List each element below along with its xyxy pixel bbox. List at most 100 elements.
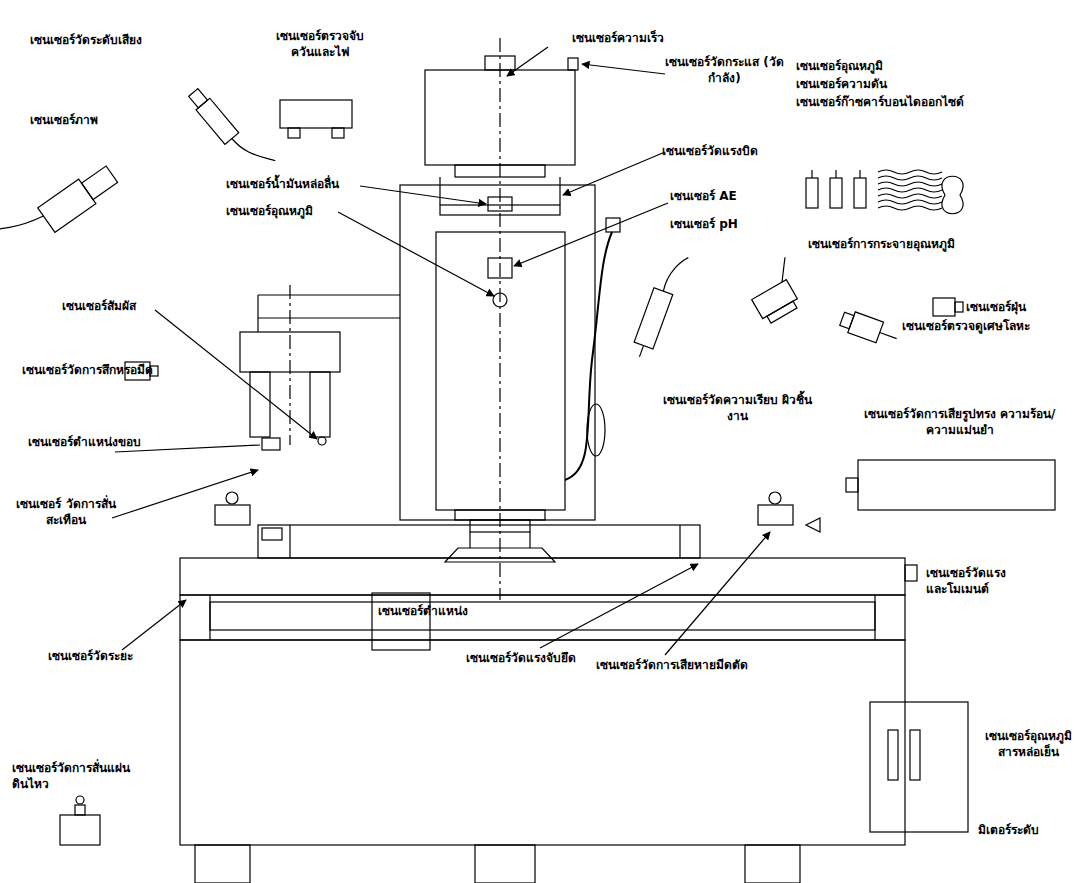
sensor-icons-part: [846, 478, 858, 492]
gas-waves: [878, 170, 942, 210]
sensor-label: เซนเซอร์วัดการสึกหรอมีด: [22, 362, 153, 378]
sensor-label: เซนเซอร์ตำแหน่ง: [378, 603, 468, 619]
leader-lines-part: [563, 152, 665, 195]
machine-base-part: [289, 525, 290, 558]
sensor-icons-part: [630, 250, 688, 361]
sensor-label: เซนเซอร์วัดแรงบิด: [662, 143, 758, 159]
ae-cable: [565, 218, 620, 480]
sensor-label: เซนเซอร์ความดัน: [796, 76, 887, 92]
sensor-label: เซนเซอร์ AE: [670, 188, 737, 204]
sensor-label: เซนเซอร์อุณหภูมิ: [796, 58, 883, 74]
machine-base-part: [209, 595, 210, 640]
leader-lines-part: [112, 470, 258, 518]
sensor-icons-part-part: [663, 253, 688, 295]
wave-line: [878, 194, 942, 198]
gripper-arm: [240, 285, 400, 445]
sensor-icons-part: [838, 308, 900, 349]
machine-base-part: [806, 518, 820, 532]
leader-lines-part: [514, 203, 668, 266]
spindle-head-part: [400, 185, 595, 520]
wave-line: [878, 206, 942, 210]
leader-lines-part: [540, 564, 698, 648]
sensor-icons-part: [830, 178, 842, 208]
machine-base-part: [210, 602, 875, 630]
sensor-icons-part: [854, 178, 866, 208]
machine-base-part: [372, 593, 430, 650]
sensor-icons: [0, 80, 1055, 845]
sensor-icons-part-part: [840, 312, 854, 329]
leader-lines-part: [665, 532, 770, 655]
sensor-icons-part: [332, 128, 344, 138]
sensor-icons-part: [870, 702, 968, 832]
sensor-label: เซนเซอร์ฝุ่น: [966, 299, 1026, 315]
sensor-icons-part: [76, 796, 84, 804]
sensor-label: เซนเซอร์วัดการสั่นแผ่น ดินไหว: [12, 760, 130, 792]
sensor-label: เซนเซอร์ วัดการสั่นสะเทือน: [16, 496, 116, 528]
machine-base-part: [262, 528, 282, 540]
machine-base-part: [180, 640, 905, 845]
sensor-icons-part: [835, 170, 836, 178]
spindle-head: [400, 56, 595, 562]
sensor-icons-part-part: [189, 89, 208, 108]
machine-base-part: [745, 845, 800, 883]
sensor-icons-part: [186, 80, 275, 178]
spindle-head-part: [559, 177, 560, 205]
sensor-icons-part-part: [82, 166, 118, 200]
sensor-label: มิเตอร์ระดับ: [978, 822, 1039, 838]
sensor-icons-part-part: [634, 288, 673, 349]
gripper-arm-part: [289, 285, 290, 445]
gripper-arm-part: [258, 317, 400, 318]
sensor-icons-part-part: [639, 346, 643, 357]
wave-line: [878, 200, 942, 204]
sensor-label: เซนเซอร์ตรวจดูเศษโลหะ: [902, 318, 1030, 334]
sensor-label: เซนเซอร์วัดระดับเสียง: [30, 32, 142, 48]
sensor-icons-part: [75, 805, 85, 815]
sensor-label: เซนเซอร์ภาพ: [30, 112, 98, 128]
machine-base-part: [195, 845, 250, 883]
sensor-label: เซนเซอร์ก๊าซคาร์บอนไดออกไซด์: [796, 94, 964, 110]
machine-base-part: [226, 492, 238, 504]
spindle-head-part: [529, 532, 530, 548]
sensor-icons-part: [262, 438, 280, 450]
sensor-icons-part-part: [38, 179, 96, 232]
sensor-label: เซนเซอร์วัดกระแส (วัดกำลัง): [662, 54, 787, 86]
ae-cable-part: [565, 232, 612, 480]
gripper-arm-part: [318, 437, 326, 445]
sensor-label: เซนเซอร์สัมผัส: [62, 298, 136, 314]
sensor-label: เซนเซอร์วัดการเสียหายมีดตัด: [596, 657, 748, 673]
gripper-arm-part: [257, 295, 258, 332]
sensor-icons-part: [905, 565, 917, 581]
sensor-icons-part: [811, 170, 812, 178]
sensor-icons-part-part: [752, 280, 798, 319]
wave-line: [878, 182, 942, 186]
spindle-head-part: [568, 58, 578, 70]
sensor-icons-part: [60, 815, 100, 845]
sensor-label: เซนเซอร์อุณหภูมิ สารหล่อเย็น: [978, 728, 1078, 760]
wave-line: [878, 188, 942, 192]
sensor-label: เซนเซอร์วัดการเสียรูปทรง ความร้อน/ความแม…: [852, 406, 1067, 438]
sensor-label: เซนเซอร์ตรวจจับ ควันและไฟ: [262, 28, 377, 60]
sensor-label: เซนเซอร์วัดแรงจับยึด: [466, 650, 576, 666]
sensor-icons-part-part: [767, 301, 797, 323]
machine-base-part: [258, 525, 700, 558]
center-line: [499, 38, 500, 600]
machine-base-part: [679, 525, 680, 558]
sensor-icons-part: [910, 730, 920, 780]
sensor-icons-part: [288, 128, 300, 138]
spindle-head-part: [469, 532, 470, 548]
sensor-icons-part: [933, 298, 955, 316]
sensor-label: เซนเซอร์วัดความเรียบ ผิวชิ้นงาน: [660, 392, 815, 424]
leader-lines-part: [507, 47, 548, 76]
sensor-icons-part: [858, 460, 1055, 510]
leader-lines-part: [155, 310, 317, 439]
gripper-arm-part: [310, 372, 330, 437]
leader-lines-part: [122, 600, 186, 650]
sensor-icons-part-part: [880, 332, 897, 338]
sensor-label: เซนเซอร์น้ำมันหล่อลื่น: [226, 176, 339, 192]
sensor-icons-part: [859, 170, 860, 178]
machine-base-part: [874, 595, 875, 640]
ae-cable-part: [587, 404, 605, 456]
sensor-icons-part: [955, 302, 963, 312]
